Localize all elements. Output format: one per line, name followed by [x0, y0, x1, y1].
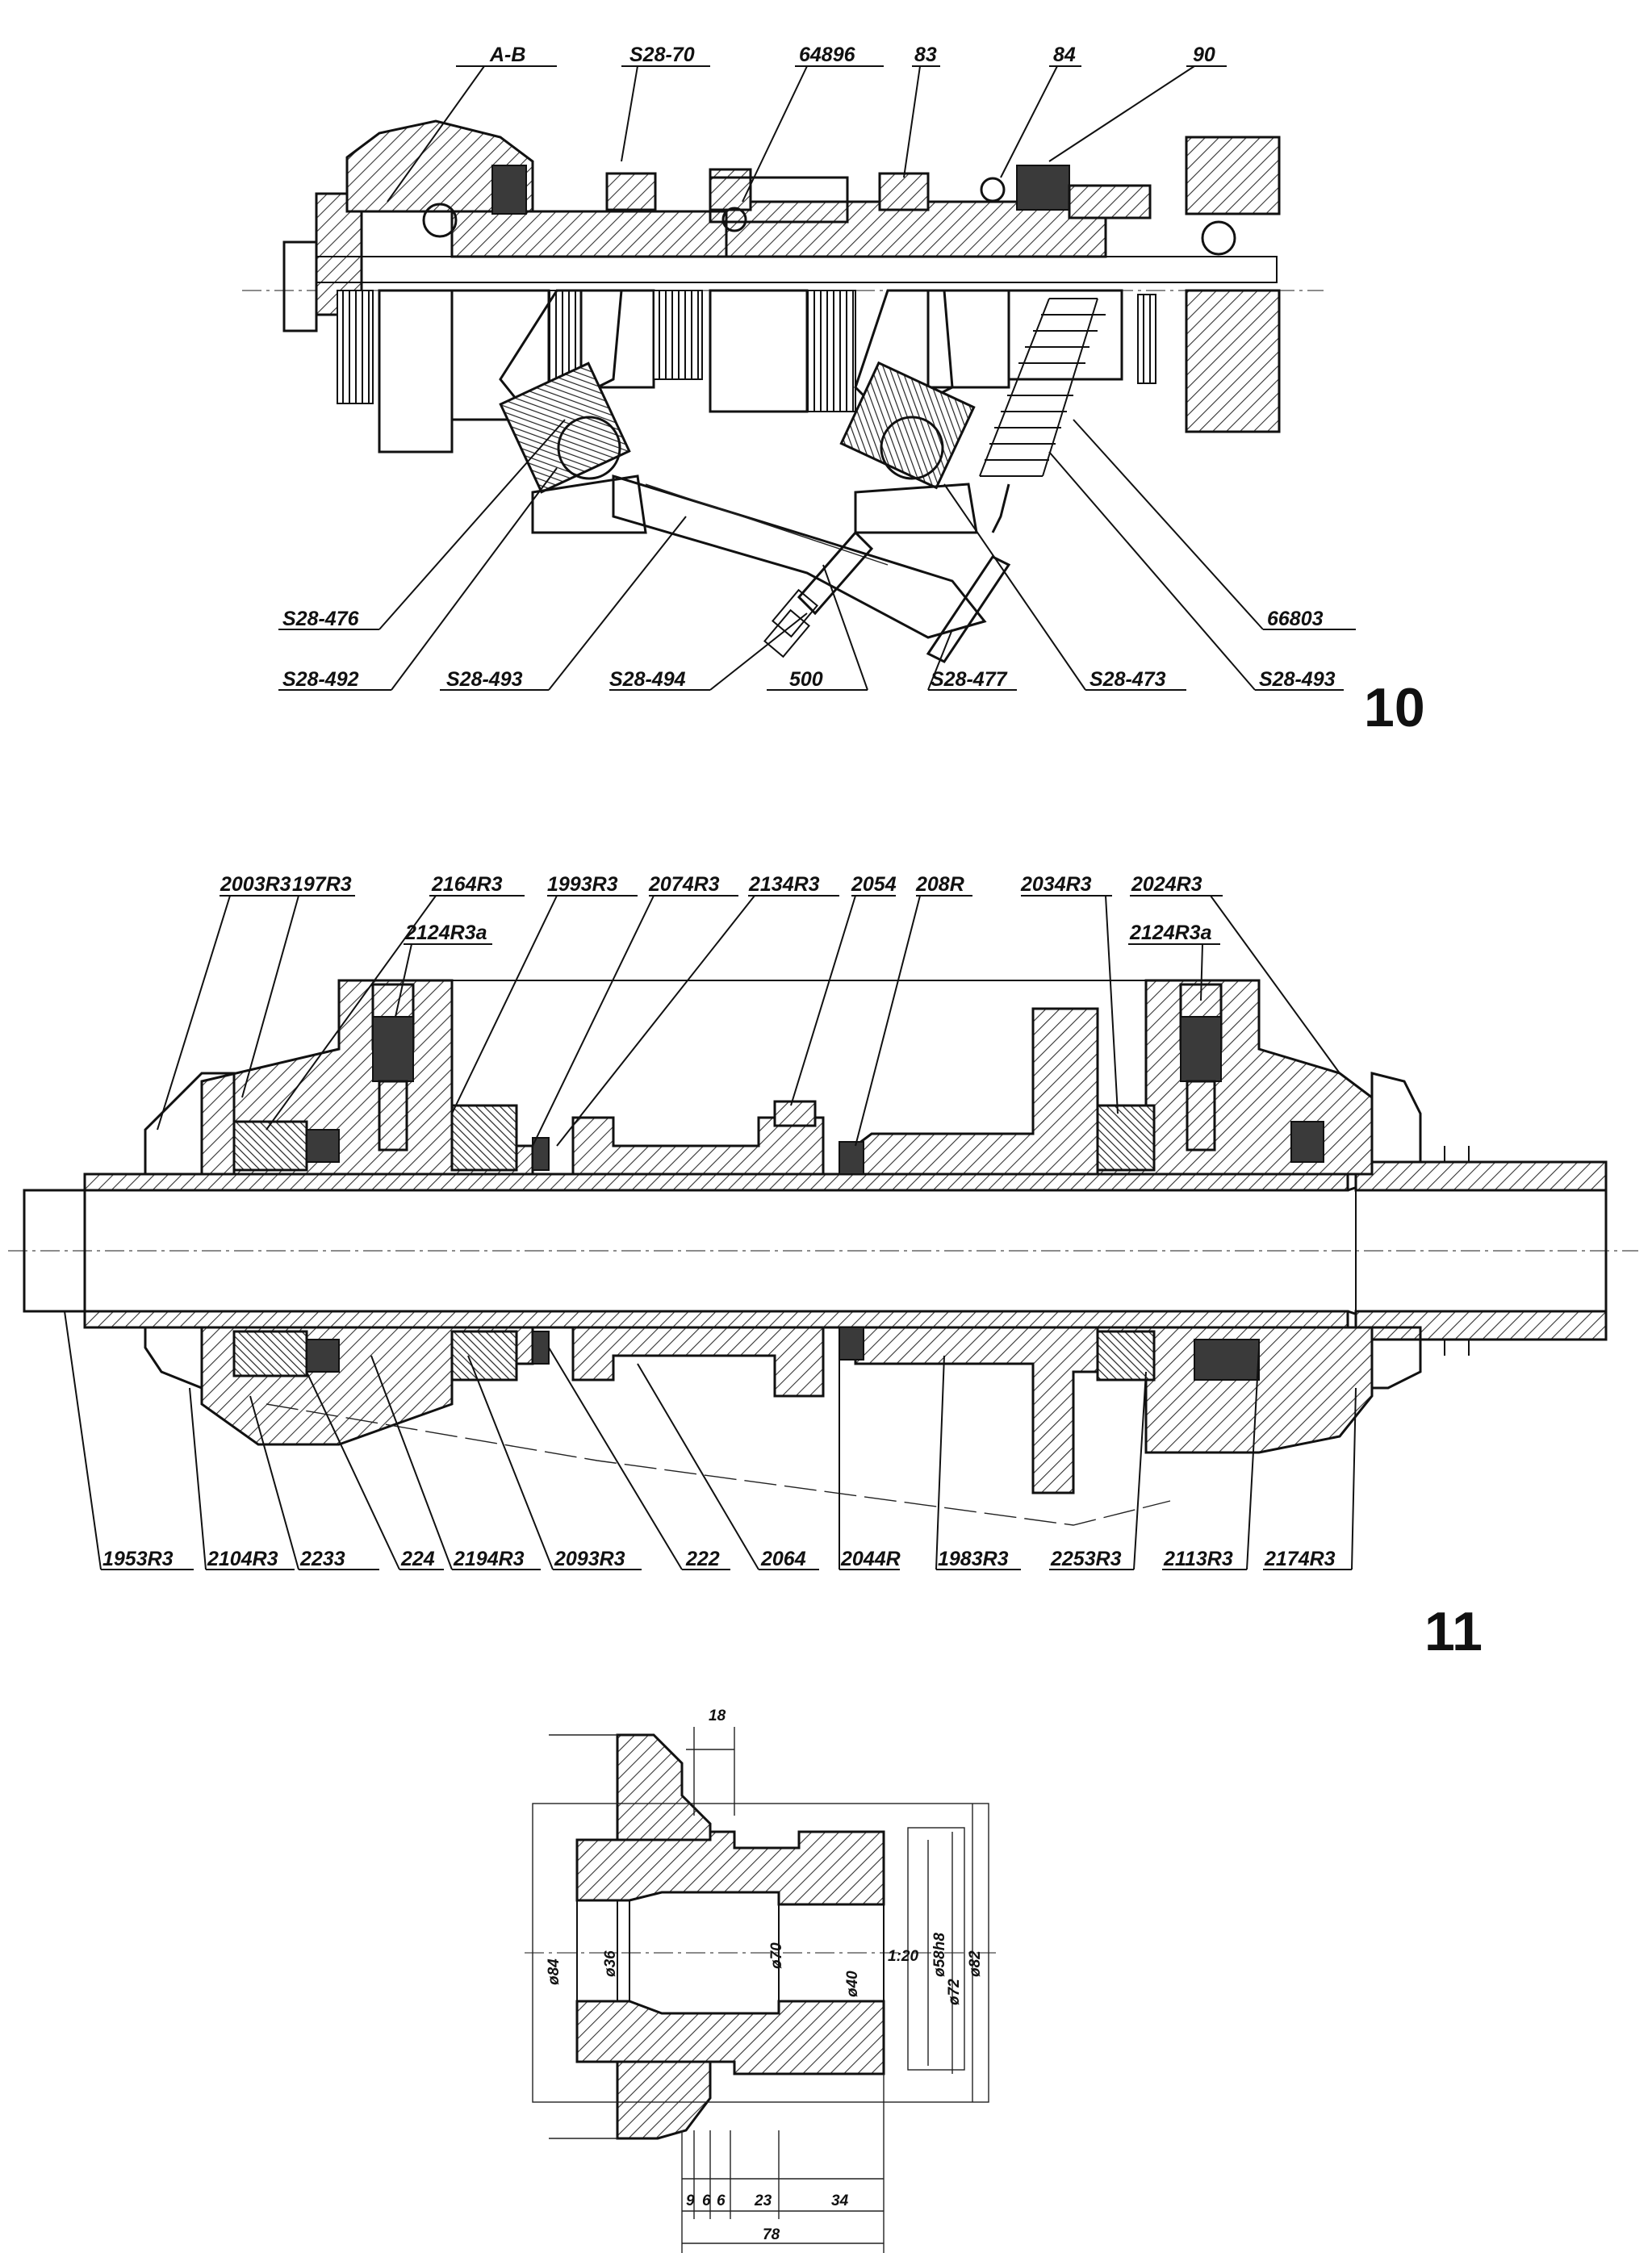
label-90: 90: [1193, 44, 1215, 66]
label-a-b: A-B: [489, 44, 525, 66]
label-208r: 208R: [915, 873, 964, 896]
shaft-end-nut: [282, 240, 318, 332]
label-2194r3: 2194R3: [453, 1548, 525, 1570]
label-1983r3: 1983R3: [938, 1548, 1009, 1570]
label-500: 500: [789, 668, 823, 691]
label-2044r: 2044R: [840, 1548, 901, 1570]
dim-d72: ø72: [946, 1979, 963, 2005]
label-2024r3: 2024R3: [1131, 873, 1202, 896]
label-s28-473: S28-473: [1089, 668, 1166, 691]
fork-block-right: [839, 361, 976, 490]
gear-upper-right: [854, 1007, 1099, 1176]
dim-34: 34: [831, 2192, 849, 2209]
label-2164r3: 2164R3: [431, 873, 503, 896]
label-2054: 2054: [851, 873, 897, 896]
label-1993r3: 1993R3: [547, 873, 618, 896]
figure-number-11: 11: [1424, 1601, 1483, 1662]
label-2003r3: 2003R3: [220, 873, 291, 896]
bushing-flange-top: [616, 1733, 712, 1858]
dim-d58h8: ø58h8: [931, 1933, 948, 1977]
label-2134r3: 2134R3: [748, 873, 820, 896]
dim-d40: ø40: [844, 1971, 861, 1997]
label-1953r3: 1953R3: [102, 1548, 174, 1570]
dim-18: 18: [709, 1708, 726, 1724]
label-2093r3: 2093R3: [554, 1548, 625, 1570]
figure-number-10: 10: [1364, 677, 1425, 738]
label-s28-492: S28-492: [282, 668, 359, 691]
label-s28-493-right: S28-493: [1259, 668, 1336, 691]
figure-11: 2003R3 197R3 2164R3 1993R3 2074R3 2134R3…: [8, 873, 1638, 1662]
label-2253r3: 2253R3: [1050, 1548, 1122, 1570]
bushing-upper-wall: [575, 1830, 885, 1906]
label-197r3: 197R3: [292, 873, 352, 896]
spring-66803: [979, 298, 1106, 533]
dim-9: 9: [686, 2192, 695, 2209]
label-s28-494: S28-494: [609, 668, 686, 691]
label-2124r3a-left: 2124R3a: [404, 922, 487, 944]
dim-6b: 6: [717, 2192, 726, 2209]
dim-6a: 6: [702, 2192, 711, 2209]
housing-right: [1185, 136, 1281, 215]
housing-left: [345, 119, 534, 213]
label-s28-476: S28-476: [282, 608, 360, 630]
bushing-lower-wall: [575, 2000, 885, 2075]
label-s28-70: S28-70: [629, 44, 695, 66]
label-66803: 66803: [1267, 608, 1324, 630]
detail-bushing-drawing: 18 ø84 ø36 ø70 ø40 ø58h8 ø72 ø82 1:20 9 …: [525, 1708, 997, 2253]
label-222: 222: [685, 1548, 720, 1570]
label-84: 84: [1053, 44, 1076, 66]
label-s28-477: S28-477: [931, 668, 1008, 691]
label-64896: 64896: [799, 44, 856, 66]
label-2124r3a-right: 2124R3a: [1129, 922, 1212, 944]
dim-d70: ø70: [768, 1942, 785, 1969]
dim-taper-1-20: 1:20: [888, 1948, 918, 1965]
label-2064: 2064: [760, 1548, 806, 1570]
label-2034r3: 2034R3: [1020, 873, 1092, 896]
dim-23: 23: [754, 2192, 772, 2209]
label-2174r3: 2174R3: [1264, 1548, 1336, 1570]
label-2074r3: 2074R3: [648, 873, 720, 896]
lever-arm: [612, 474, 987, 639]
dim-78: 78: [763, 2226, 780, 2243]
dim-d36: ø36: [602, 1950, 619, 1977]
dim-d82: ø82: [967, 1950, 984, 1977]
gear-lower-right: [854, 1326, 1099, 1494]
label-2233: 2233: [299, 1548, 345, 1570]
figure-10: A-B S28-70 64896 83 84 90 S28-476 S28-49…: [242, 44, 1425, 738]
label-224: 224: [400, 1548, 435, 1570]
label-83: 83: [914, 44, 937, 66]
label-s28-493-left: S28-493: [446, 668, 523, 691]
dim-d84: ø84: [546, 1958, 563, 1985]
main-shaft: [316, 256, 1278, 283]
label-2104r3: 2104R3: [207, 1548, 278, 1570]
label-2113r3: 2113R3: [1163, 1548, 1233, 1570]
